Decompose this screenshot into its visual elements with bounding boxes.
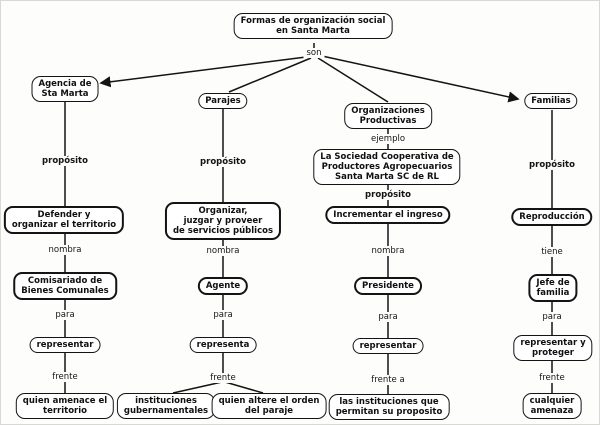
link-label-para-2[interactable]: para xyxy=(210,310,236,320)
edge-frente-instituciones xyxy=(172,381,223,394)
concept-cualquier-amenaza[interactable]: cualquier amenaza xyxy=(522,393,582,420)
concept-agencia[interactable]: Agencia de Sta Marta xyxy=(31,76,99,103)
concept-jefe-familia[interactable]: Jefe de familia xyxy=(528,274,578,303)
link-label-ejemplo[interactable]: ejemplo xyxy=(367,134,409,144)
link-label-proposito-organizaciones[interactable]: propósito xyxy=(362,190,414,200)
edge-son-agencia-arrow xyxy=(99,56,307,88)
link-label-para-3[interactable]: para xyxy=(375,312,401,322)
link-label-proposito-parajes[interactable]: propósito xyxy=(197,157,249,167)
concept-reproduccion[interactable]: Reproducción xyxy=(511,208,593,227)
concept-organizar[interactable]: Organizar, juzgar y proveer de servicios… xyxy=(164,202,282,241)
concept-representar-proteger[interactable]: representar y proteger xyxy=(513,335,593,362)
link-label-proposito-familias[interactable]: propósito xyxy=(526,160,578,170)
link-label-proposito-agencia[interactable]: propósito xyxy=(39,156,91,166)
concept-quien-amenace[interactable]: quien amenace el territorio xyxy=(15,393,115,420)
concept-organizaciones[interactable]: Organizaciones Productivas xyxy=(344,103,432,130)
concept-quien-altere[interactable]: quien altere el orden del paraje xyxy=(211,393,327,420)
edge-son-parajes xyxy=(228,57,312,93)
link-label-son[interactable]: son xyxy=(303,48,325,58)
concept-comisariado[interactable]: Comisariado de Bienes Comunales xyxy=(13,272,117,301)
concept-incrementar-ingreso[interactable]: Incrementar el ingreso xyxy=(325,206,451,225)
link-label-frente-a[interactable]: frente a xyxy=(368,375,408,385)
edge-frente-quien-altere xyxy=(224,381,264,394)
concept-parajes[interactable]: Parajes xyxy=(198,93,248,110)
link-label-tiene[interactable]: tiene xyxy=(538,247,566,257)
concept-familias[interactable]: Familias xyxy=(524,93,578,110)
concept-representar-3[interactable]: representar xyxy=(352,338,424,355)
concept-presidente[interactable]: Presidente xyxy=(354,277,422,296)
concept-defender[interactable]: Defender y organizar el territorio xyxy=(3,206,125,235)
concept-agente[interactable]: Agente xyxy=(197,277,249,296)
link-label-nombra-1[interactable]: nombra xyxy=(45,245,85,255)
edge-son-organizaciones xyxy=(317,57,389,103)
link-label-frente-1[interactable]: frente xyxy=(49,372,81,382)
link-label-frente-4[interactable]: frente xyxy=(536,373,568,383)
concept-instituciones-gubernamentales[interactable]: instituciones gubernamentales xyxy=(116,393,216,420)
concept-root[interactable]: Formas de organización social en Santa M… xyxy=(233,13,393,40)
concept-las-instituciones[interactable]: las instituciones que permitan su propos… xyxy=(328,394,450,421)
link-label-nombra-2[interactable]: nombra xyxy=(203,246,243,256)
edge-son-familias-arrow xyxy=(321,55,520,103)
concept-representar-1[interactable]: representar xyxy=(29,337,101,354)
link-label-nombra-3[interactable]: nombra xyxy=(368,246,408,256)
concept-representa[interactable]: representa xyxy=(189,337,257,354)
link-label-para-1[interactable]: para xyxy=(52,310,78,320)
link-label-para-4[interactable]: para xyxy=(539,312,565,322)
concept-sociedad-cooperativa[interactable]: La Sociedad Cooperativa de Productores A… xyxy=(313,149,461,186)
link-label-frente-2[interactable]: frente xyxy=(207,373,239,383)
